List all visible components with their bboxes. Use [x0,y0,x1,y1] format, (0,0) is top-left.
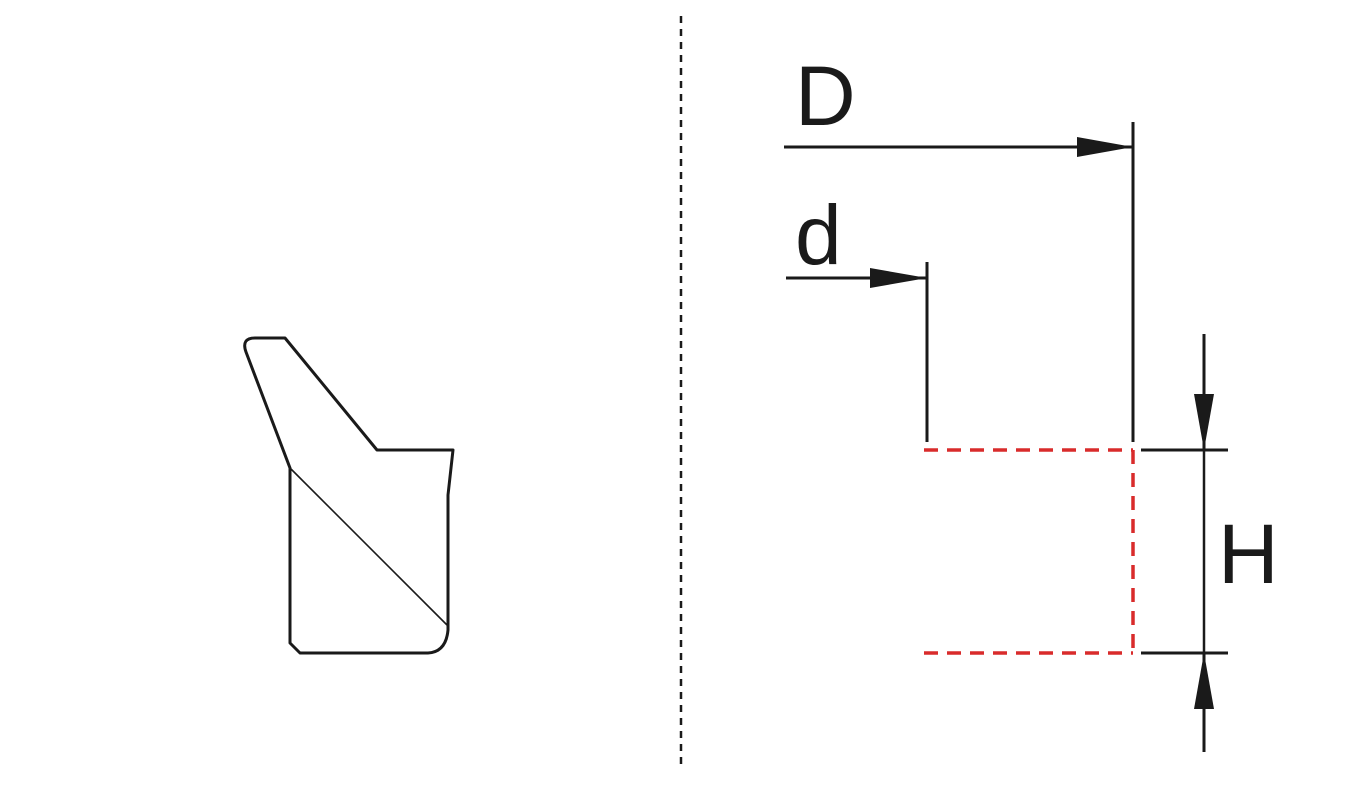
height-label: H [1218,507,1279,601]
outer-diameter-arrowhead [1077,137,1133,157]
inner-diameter-label: d [795,188,842,282]
height-dimension [1141,334,1228,752]
seal-outline [243,336,455,655]
outer-diameter-dimension: D [784,49,1135,442]
inner-diameter-dimension: d [786,188,929,442]
inner-diameter-arrowhead [870,268,927,288]
height-top-arrowhead [1194,394,1214,450]
height-bottom-arrowhead [1194,653,1214,709]
seal-diagonal-line [289,467,448,626]
groove-outline [924,448,1135,655]
seal-profile [243,336,455,655]
outer-diameter-label: D [795,49,856,143]
